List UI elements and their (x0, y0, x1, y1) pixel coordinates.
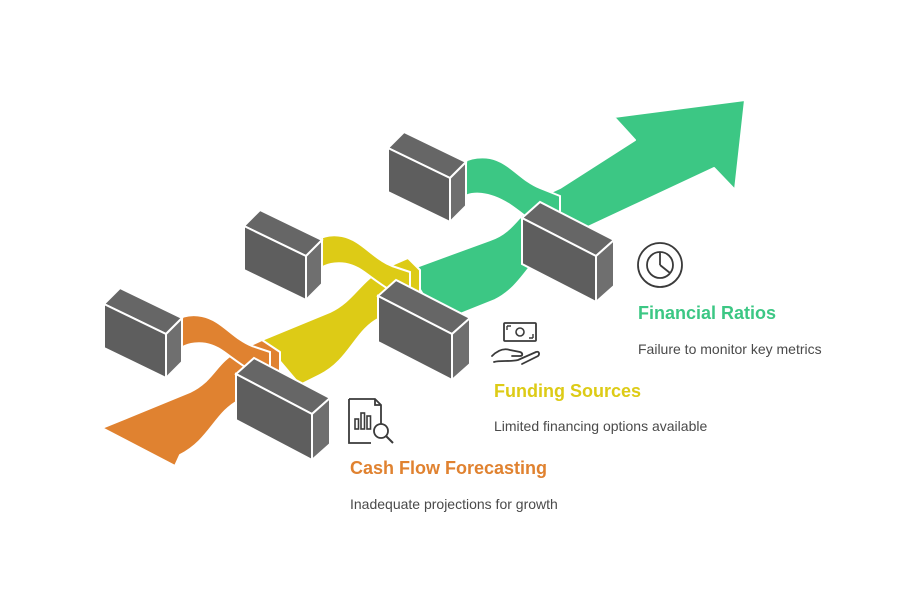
block-yellow-back (242, 208, 324, 303)
step-title-cash-flow: Cash Flow Forecasting (350, 458, 548, 478)
step-desc-ratios: Failure to monitor key metrics (638, 341, 822, 357)
pie-chart-icon (637, 242, 683, 288)
block-orange-back (102, 286, 184, 381)
step-desc-cash-flow: Inadequate projections for growth (350, 496, 558, 512)
money-hand-icon (491, 322, 540, 365)
step-title-funding: Funding Sources (494, 381, 642, 401)
chart-search-icon (348, 398, 394, 444)
block-orange-front (234, 356, 332, 463)
step-title-ratios: Financial Ratios (638, 303, 777, 323)
block-yellow-front (376, 278, 472, 383)
block-green-back (386, 130, 468, 225)
step-desc-funding: Limited financing options available (494, 418, 708, 434)
block-green-front (520, 200, 616, 305)
